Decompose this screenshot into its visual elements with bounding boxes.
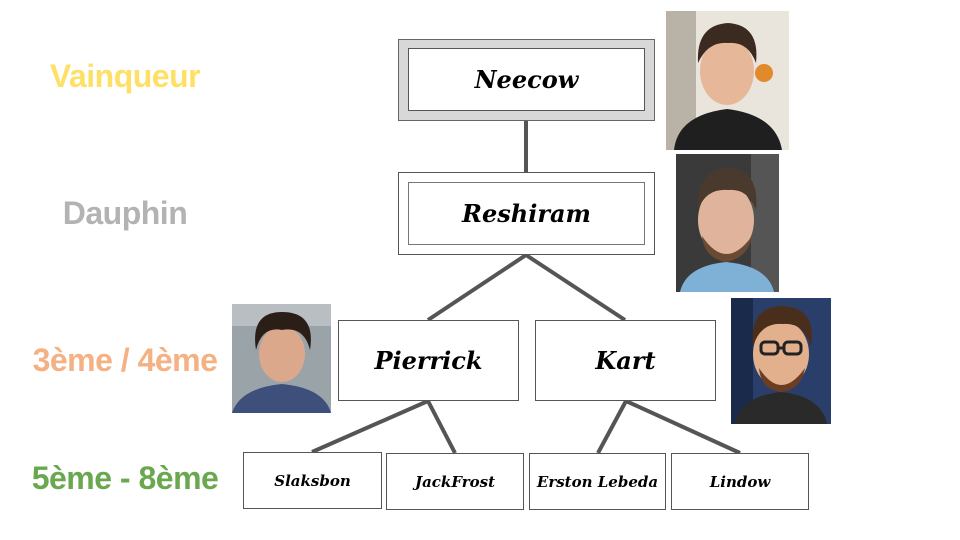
rank-label-finalist: Dauphin <box>62 195 188 231</box>
finalist-photo <box>676 154 779 292</box>
connector-semi-left-q2 <box>426 400 457 454</box>
rank-label-quarterfinal: 5ème - 8ème <box>31 460 219 496</box>
semifinalist-1-photo <box>232 304 331 413</box>
semifinalist-2: Kart <box>535 320 716 401</box>
semifinalist-1: Pierrick <box>338 320 519 401</box>
rank-label-winner: Vainqueur <box>49 58 201 94</box>
semifinalist-2-photo <box>731 298 831 424</box>
quarterfinalist-3: Erston Lebeda <box>529 453 666 510</box>
finalist-name: Reshiram <box>408 182 645 245</box>
connector-semi-right-q4 <box>625 399 741 455</box>
quarterfinalist-4: Lindow <box>671 453 809 510</box>
quarterfinalist-2: JackFrost <box>386 453 524 510</box>
winner-photo <box>666 11 789 150</box>
rank-label-semifinal: 3ème / 4ème <box>32 342 218 378</box>
connector-finalist-semi-right <box>524 253 627 322</box>
quarterfinalist-1: Slaksbon <box>243 452 382 509</box>
connector-semi-right-q3 <box>596 400 628 454</box>
winner-name: Neecow <box>408 48 645 111</box>
connector-semi-left-q1 <box>311 399 429 454</box>
connector-finalist-semi-left <box>426 253 528 322</box>
